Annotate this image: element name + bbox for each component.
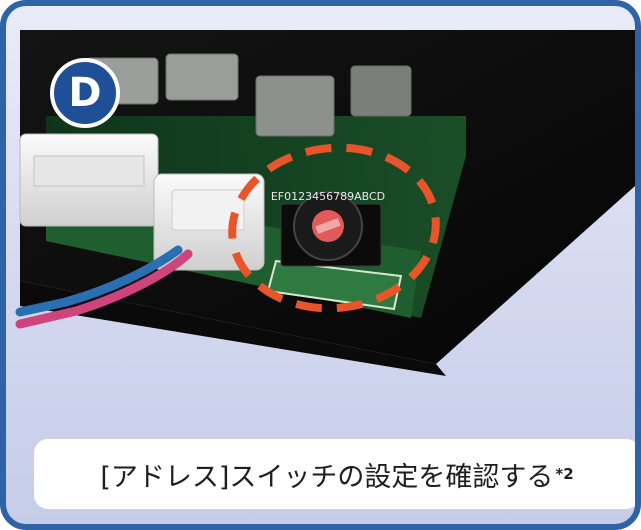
product-photo: EF0123456789ABCD [15,30,635,376]
cable-plug [15,173,265,329]
step-letter: D [68,70,102,116]
caption-footnote: *2 [555,465,574,483]
left-connector [19,133,159,227]
caption-box: [アドレス]スイッチの設定を確認する*2 [34,439,635,509]
address-switch: EF0123456789ABCD [271,190,385,267]
caption-text: [アドレス]スイッチの設定を確認する [100,461,554,493]
dashed-highlight-ellipse-icon [228,143,440,313]
step-badge: D [50,58,120,128]
switch-dial-label: EF0123456789ABCD [271,190,385,203]
